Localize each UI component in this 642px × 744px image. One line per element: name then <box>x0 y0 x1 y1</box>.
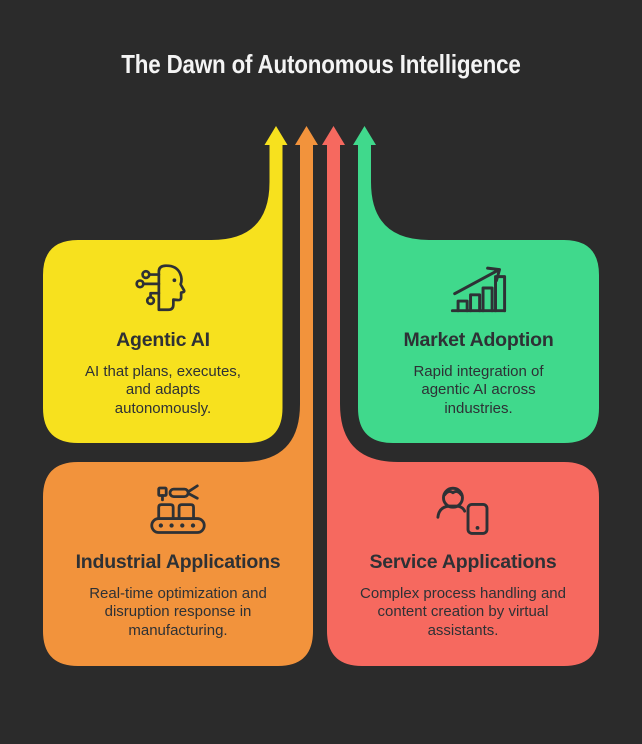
card-title: Agentic AI <box>116 329 210 351</box>
card-industrial-applications: Industrial Applications Real-time optimi… <box>43 462 313 640</box>
card-description: Real-time optimization and disruption re… <box>89 585 267 639</box>
factory-icon <box>150 484 206 534</box>
industrial-applications-card-shape <box>43 126 318 666</box>
card-description: Rapid integration of agentic AI across i… <box>413 363 544 417</box>
service-applications-card-shape <box>322 126 599 666</box>
card-agentic-ai: Agentic AI AI that plans, executes, and … <box>43 240 283 418</box>
card-service-applications: Service Applications Complex process han… <box>327 462 599 640</box>
market-adoption-card-shape <box>353 126 599 443</box>
card-title: Industrial Applications <box>75 551 281 573</box>
card-title: Market Adoption <box>403 329 554 351</box>
ai-head-icon <box>135 264 186 312</box>
page-title: The Dawn of Autonomous Intelligence <box>121 49 521 79</box>
card-title: Service Applications <box>369 551 557 573</box>
card-market-adoption: Market Adoption Rapid integration of age… <box>358 240 599 418</box>
card-description: AI that plans, executes, and adapts auto… <box>85 363 241 417</box>
card-description: Complex process handling and content cre… <box>360 585 566 639</box>
person-device-icon <box>436 486 489 535</box>
agentic-ai-card-shape <box>43 126 288 443</box>
growth-chart-icon <box>450 266 507 313</box>
